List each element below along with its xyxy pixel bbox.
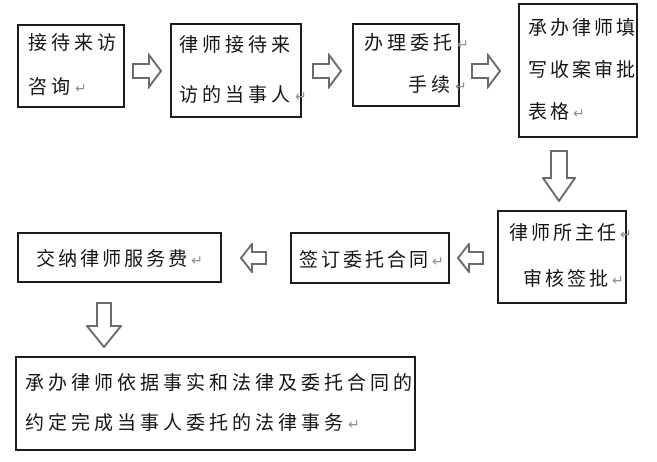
node-text: 办理委托 [364,33,457,54]
node-text: 承办律师填 [528,17,639,39]
return-mark-icon: ↵ [620,226,632,242]
block-arrow-left-icon [457,243,484,273]
node-text-line: 承办律师填 [528,8,636,50]
node-text: 律师所主任 [509,223,620,244]
return-mark-icon: ↵ [75,80,87,96]
node-text: 表格 [528,101,573,123]
node-text: 约定完成当事人委托的法律事务 [25,412,348,434]
block-arrow-right-icon [471,53,501,89]
flow-node-reception-inquiry: 接待来访 咨询↵ [17,24,125,108]
flow-node-sign-entrustment-contract: 签订委托合同↵ [290,232,450,284]
node-text-line: 表格↵ [528,92,636,134]
flow-node-complete-legal-affairs: 承办律师依据事实和法律及委托合同的 约定完成当事人委托的法律事务↵ [15,356,416,451]
block-arrow-right-icon [132,53,162,89]
node-text: 手续 [408,75,455,96]
node-text: 承办律师依据事实和法律及委托合同的 [25,372,417,394]
return-mark-icon: ↵ [573,104,585,121]
flow-node-entrustment-procedures: 办理委托↵ 手续↵ [352,23,469,107]
node-text-line: 签订委托合同↵ [299,245,448,272]
node-text: 签订委托合同 [299,249,432,271]
flow-node-fill-case-approval-form: 承办律师填 写收案审批 表格↵ [518,3,638,138]
flow-node-lawyer-meets-client: 律师接待来 访的当事人↵ [170,21,307,121]
node-text-line: 办理委托↵ [364,23,469,65]
node-text: 交纳律师服务费 [36,249,191,270]
return-mark-icon: ↵ [432,252,444,269]
return-mark-icon: ↵ [457,36,469,52]
return-mark-icon: ↵ [455,78,467,94]
node-text-line: 律师所主任↵ [509,211,632,257]
node-text-line: 律师接待来 [179,21,300,71]
node-text-line: 接待来访 [28,22,123,66]
block-arrow-left-icon [240,243,267,273]
node-text-line: 写收案审批 [528,50,636,92]
node-text-line: 咨询↵ [28,66,123,110]
node-text: 咨询 [28,77,75,98]
node-text: 审核签批 [523,269,612,290]
node-text-line: 手续↵ [364,65,467,107]
flow-node-pay-lawyer-fee: 交纳律师服务费↵ [17,232,222,283]
node-text: 接待来访 [28,33,121,54]
block-arrow-down-icon [86,302,122,348]
return-mark-icon: ↵ [191,252,203,268]
return-mark-icon: ↵ [295,87,307,104]
node-text-line: 约定完成当事人委托的法律事务↵ [25,404,414,444]
node-text-line: 承办律师依据事实和法律及委托合同的 [25,364,414,404]
node-text-line: 交纳律师服务费↵ [19,244,220,271]
return-mark-icon: ↵ [612,272,624,288]
return-mark-icon: ↵ [348,415,360,432]
block-arrow-right-icon [312,53,342,89]
node-text: 写收案审批 [528,59,639,81]
node-text: 访的当事人 [179,84,295,106]
flow-node-director-review-approval: 律师所主任↵ 审核签批↵ [497,210,632,304]
node-text-line: 访的当事人↵ [179,71,307,121]
node-text-line: 审核签批↵ [509,257,625,303]
block-arrow-down-icon [542,150,576,202]
node-text: 律师接待来 [179,34,295,56]
